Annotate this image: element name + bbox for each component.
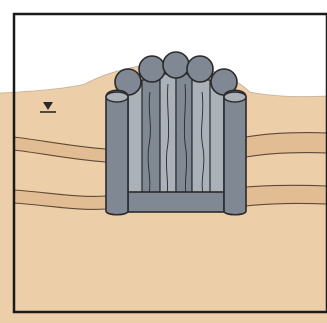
soil-band-lower-right — [246, 185, 327, 206]
outer-pile-right — [224, 90, 246, 215]
pile-top-3 — [163, 52, 189, 78]
shaft-base-slab — [128, 192, 224, 212]
interior-pile-3 — [176, 74, 192, 195]
outer-pile-left-top — [106, 92, 128, 102]
outer-pile-left — [106, 90, 128, 215]
interior-pile-1 — [142, 80, 160, 195]
outer-pile-right-top — [224, 92, 246, 102]
pile-top-2 — [139, 56, 165, 82]
pile-top-4 — [187, 56, 213, 82]
secant-pile-shaft — [106, 52, 246, 215]
interior-pile-4 — [192, 80, 210, 195]
